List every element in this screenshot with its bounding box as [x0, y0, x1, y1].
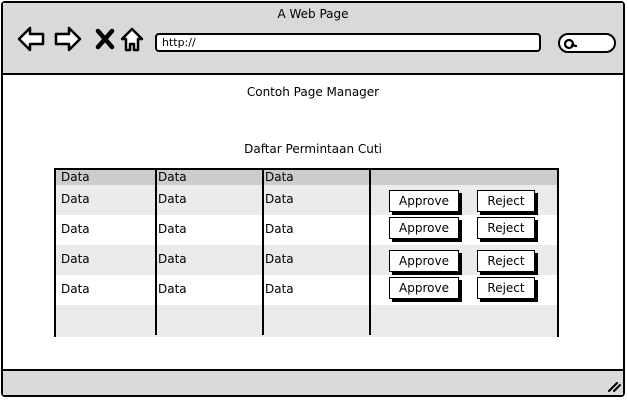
table-cell: Data [61, 192, 90, 206]
table-cell: Data [158, 252, 187, 266]
approve-button[interactable]: Approve [389, 250, 459, 272]
column-divider [262, 170, 264, 335]
table-cell: Data [61, 252, 90, 266]
leave-requests-table: Data Data Data Data Data Data Approve Re… [54, 168, 559, 337]
table-caption: Daftar Permintaan Cuti [244, 142, 382, 156]
table-row: Data Data Data Approve Reject [56, 185, 557, 215]
table-row: Data Data Data Approve Reject [56, 215, 557, 245]
search-icon [563, 38, 577, 50]
table-cell: Data [265, 252, 294, 266]
column-header: Data [61, 170, 90, 184]
reject-button[interactable]: Reject [477, 217, 535, 239]
reject-button[interactable]: Reject [477, 277, 535, 299]
table-cell: Data [265, 192, 294, 206]
url-input[interactable]: http:// [155, 33, 541, 52]
approve-button[interactable]: Approve [389, 277, 459, 299]
reject-button[interactable]: Reject [477, 250, 535, 272]
page-title: Contoh Page Manager [246, 85, 380, 99]
table-cell: Data [61, 222, 90, 236]
search-field[interactable] [558, 33, 616, 53]
reject-button[interactable]: Reject [477, 190, 535, 212]
table-row: Data Data Data Approve Reject [56, 245, 557, 275]
table-cell: Data [158, 222, 187, 236]
table-cell: Data [265, 222, 294, 236]
table-cell: Data [158, 282, 187, 296]
table-cell: Data [61, 282, 90, 296]
table-cell: Data [265, 282, 294, 296]
table-empty-row [56, 305, 557, 337]
approve-button[interactable]: Approve [389, 217, 459, 239]
approve-button[interactable]: Approve [389, 190, 459, 212]
browser-toolbar: A Web Page http:// [3, 3, 623, 75]
table-cell: Data [158, 192, 187, 206]
table-row: Data Data Data Approve Reject [56, 275, 557, 305]
column-header: Data [265, 170, 294, 184]
column-header: Data [158, 170, 187, 184]
table-header-row: Data Data Data [56, 170, 557, 185]
home-icon[interactable] [118, 25, 146, 53]
column-divider [155, 170, 157, 335]
window-title: A Web Page [277, 7, 349, 21]
resize-grip-icon[interactable] [605, 377, 621, 393]
back-arrow-icon[interactable] [17, 25, 45, 53]
forward-arrow-icon[interactable] [54, 25, 82, 53]
status-bar [3, 369, 623, 395]
close-x-icon[interactable] [92, 25, 120, 53]
column-divider [369, 170, 371, 335]
